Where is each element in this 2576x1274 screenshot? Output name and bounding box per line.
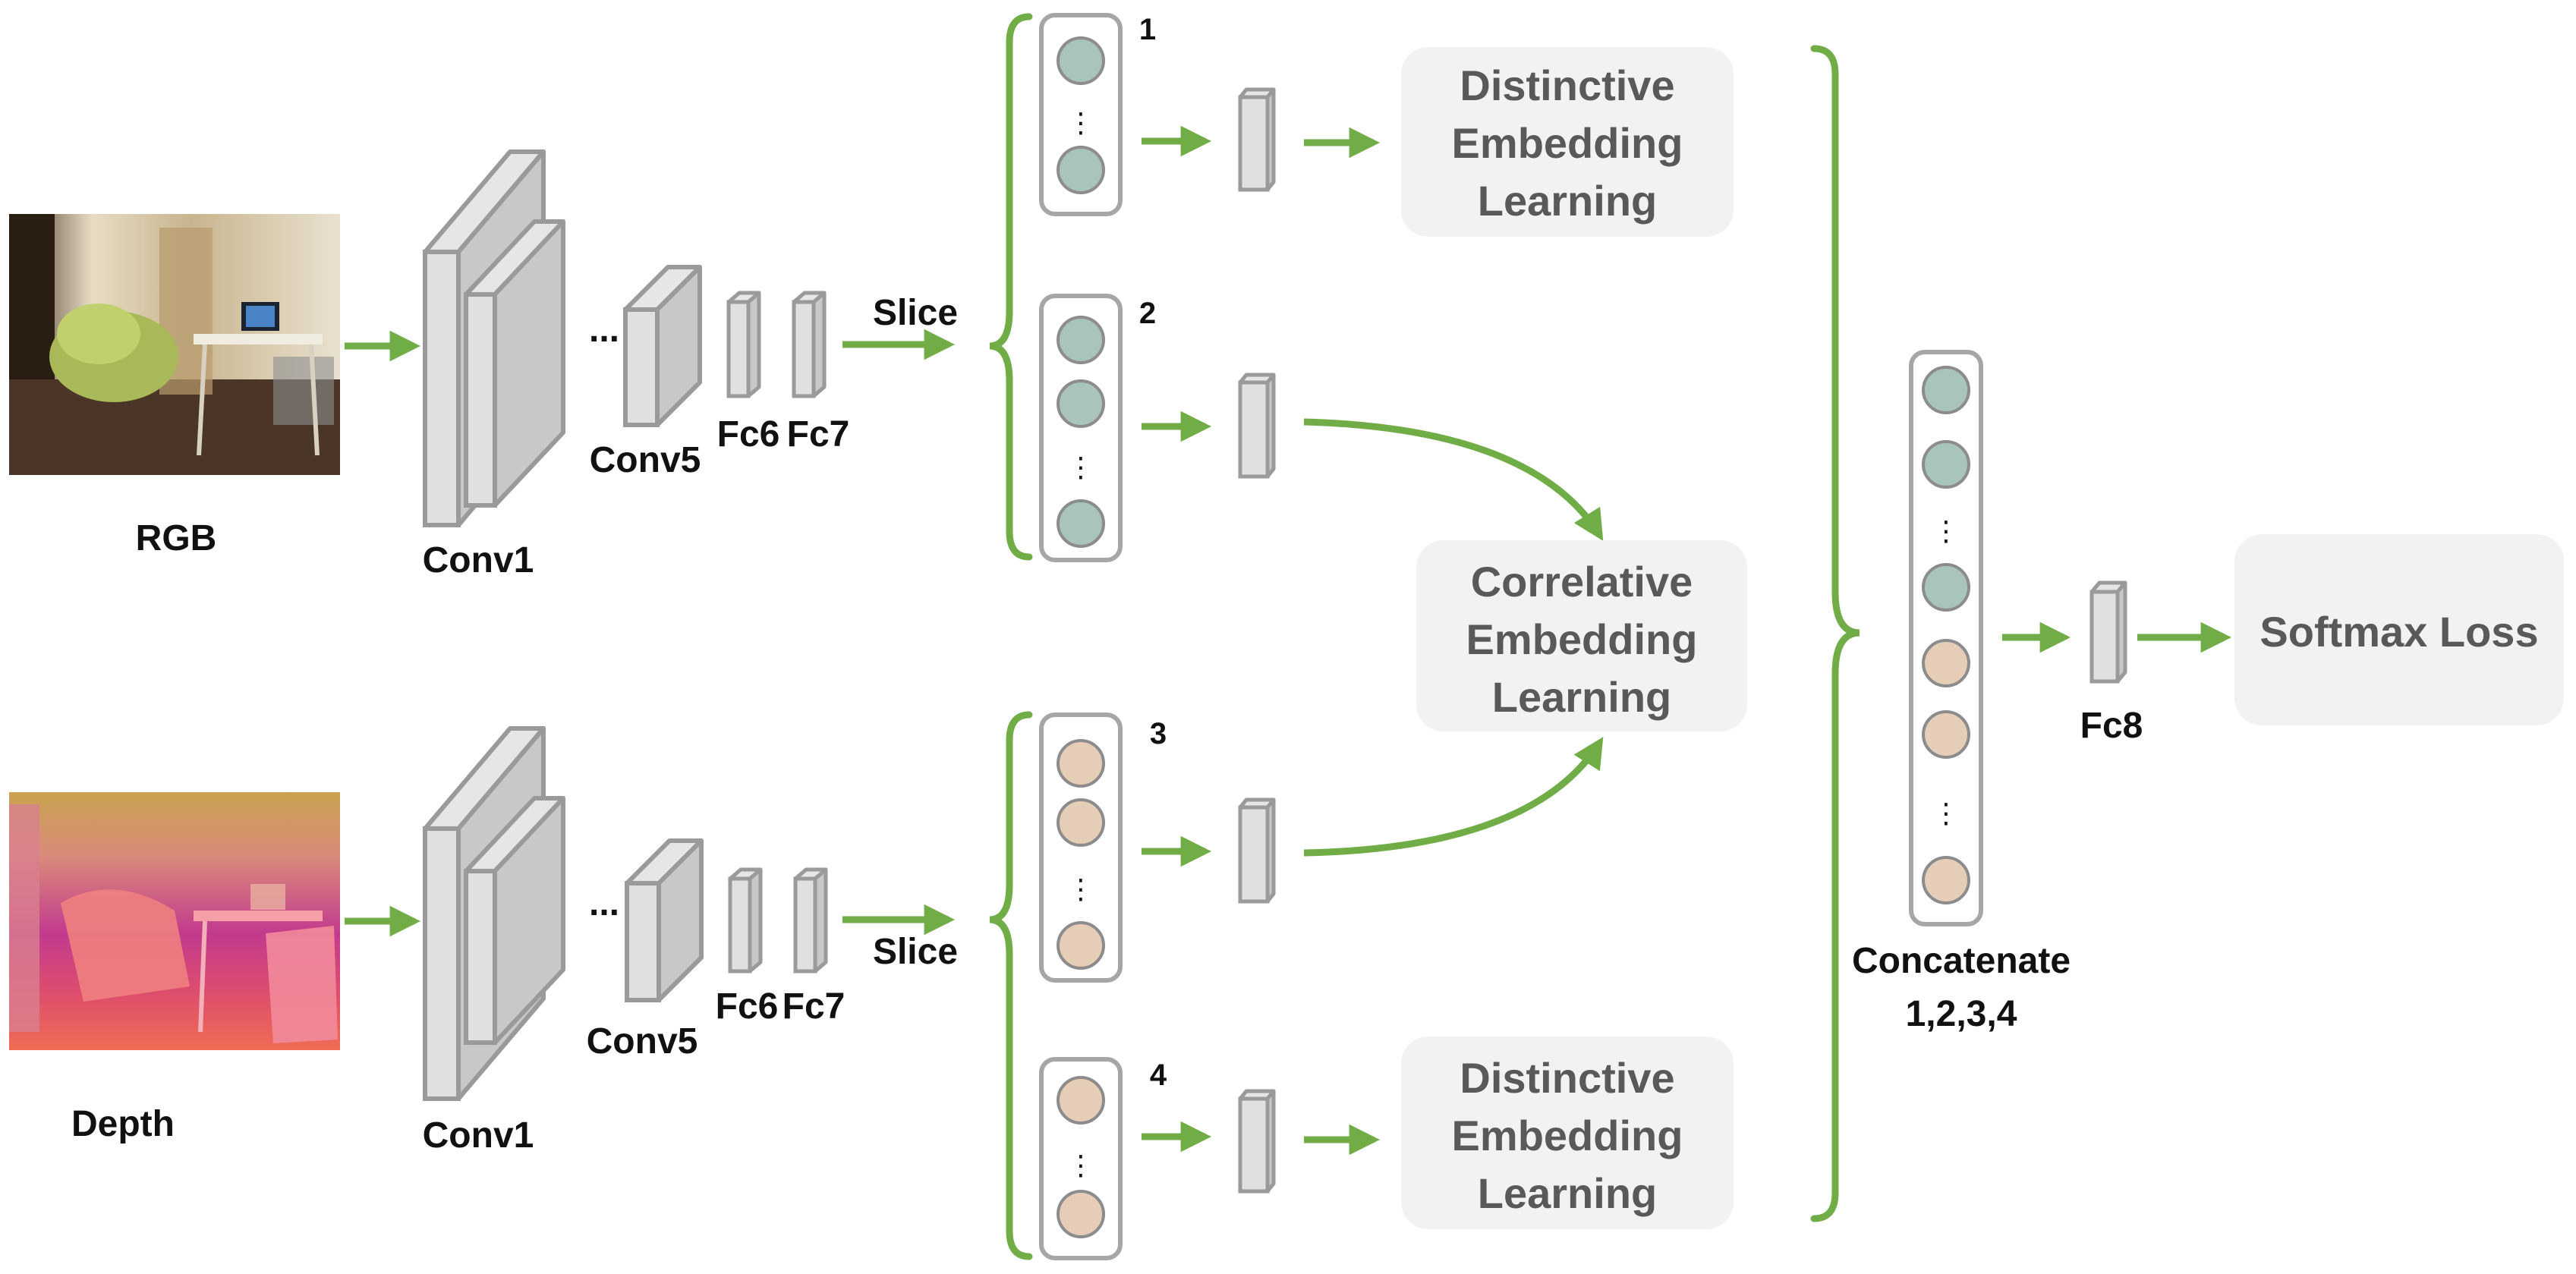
- slice-2-vector: ⋮: [1039, 294, 1123, 562]
- rgb-fc6-label: Fc6: [717, 414, 780, 455]
- slice-3-number: 3: [1150, 717, 1167, 750]
- arrow-slice2-to-correlative: [1303, 418, 1604, 541]
- rgb-conv1-label: Conv1: [423, 540, 534, 580]
- svg-text:⋮: ⋮: [1067, 873, 1094, 904]
- distinctive-embedding-box-bottom: Distinctive Embedding Learning: [1401, 1037, 1734, 1229]
- svg-text:⋮: ⋮: [1067, 107, 1094, 138]
- distinctive-embedding-box-top: Distinctive Embedding Learning: [1401, 47, 1734, 237]
- concat-brace: [1810, 45, 1860, 1222]
- correlative-embedding-box: Correlative Embedding Learning: [1416, 540, 1747, 731]
- rgb-fc6-block: [726, 291, 761, 398]
- slice-4-vector: ⋮: [1039, 1057, 1123, 1260]
- svg-text:Embedding: Embedding: [1452, 1112, 1683, 1159]
- svg-text:Embedding: Embedding: [1452, 119, 1683, 167]
- slice-3-fc-block: [1238, 797, 1276, 904]
- fc8-label: Fc8: [2080, 706, 2143, 746]
- depth-fc6-block: [728, 867, 763, 974]
- slice-1-vector: ⋮: [1039, 13, 1123, 216]
- svg-text:Learning: Learning: [1478, 177, 1657, 225]
- svg-text:Correlative: Correlative: [1471, 558, 1693, 606]
- svg-text:⋮: ⋮: [1932, 797, 1960, 829]
- depth-slice-label: Slice: [873, 932, 958, 972]
- svg-text:⋮: ⋮: [1067, 451, 1094, 483]
- depth-slice-brace: [989, 711, 1033, 1260]
- rgb-slice-brace: [989, 13, 1033, 561]
- rgb-input-image: [9, 214, 340, 475]
- rgb-label: RGB: [136, 518, 217, 558]
- depth-label: Depth: [71, 1104, 175, 1144]
- slice-2-fc-block: [1238, 373, 1276, 479]
- depth-fc7-label: Fc7: [783, 986, 846, 1027]
- concatenated-vector: ⋮ ⋮: [1909, 350, 1983, 926]
- arrow-slice3-to-correlative: [1303, 737, 1604, 857]
- svg-text:Softmax Loss: Softmax Loss: [2260, 608, 2538, 656]
- svg-text:Distinctive: Distinctive: [1460, 1054, 1674, 1102]
- rgb-slice-label: Slice: [873, 293, 958, 333]
- slice-1-fc-block: [1238, 87, 1276, 192]
- depth-ellipsis: ...: [589, 883, 619, 923]
- depth-conv5-label: Conv5: [587, 1021, 698, 1062]
- depth-conv1-label: Conv1: [423, 1115, 534, 1156]
- svg-text:⋮: ⋮: [1067, 1150, 1094, 1181]
- depth-conv1-block: [423, 726, 565, 1101]
- rgb-conv1-block: [423, 149, 565, 527]
- svg-text:Embedding: Embedding: [1466, 615, 1698, 663]
- slice-4-fc-block: [1238, 1089, 1276, 1194]
- slice-3-vector: ⋮: [1039, 712, 1123, 983]
- svg-text:Learning: Learning: [1492, 673, 1671, 721]
- svg-text:Distinctive: Distinctive: [1460, 61, 1674, 109]
- rgb-conv5-block: [623, 265, 702, 427]
- depth-conv5-block: [625, 838, 704, 1002]
- slice-2-number: 2: [1139, 297, 1156, 330]
- svg-text:Learning: Learning: [1478, 1169, 1657, 1217]
- rgb-conv5-label: Conv5: [590, 440, 701, 480]
- concatenate-indices-label: 1,2,3,4: [1906, 994, 2017, 1034]
- rgb-fc7-label: Fc7: [787, 414, 850, 455]
- slice-1-number: 1: [1139, 13, 1156, 46]
- depth-fc7-block: [793, 867, 828, 974]
- fc8-block: [2089, 580, 2127, 684]
- depth-input-image: [9, 792, 340, 1050]
- svg-text:⋮: ⋮: [1932, 515, 1960, 546]
- rgb-ellipsis: ...: [589, 310, 619, 350]
- rgb-fc7-block: [792, 291, 827, 398]
- softmax-loss-box: Softmax Loss: [2234, 534, 2564, 725]
- depth-fc6-label: Fc6: [716, 986, 779, 1027]
- slice-4-number: 4: [1150, 1059, 1167, 1092]
- concatenate-label: Concatenate: [1852, 941, 2071, 981]
